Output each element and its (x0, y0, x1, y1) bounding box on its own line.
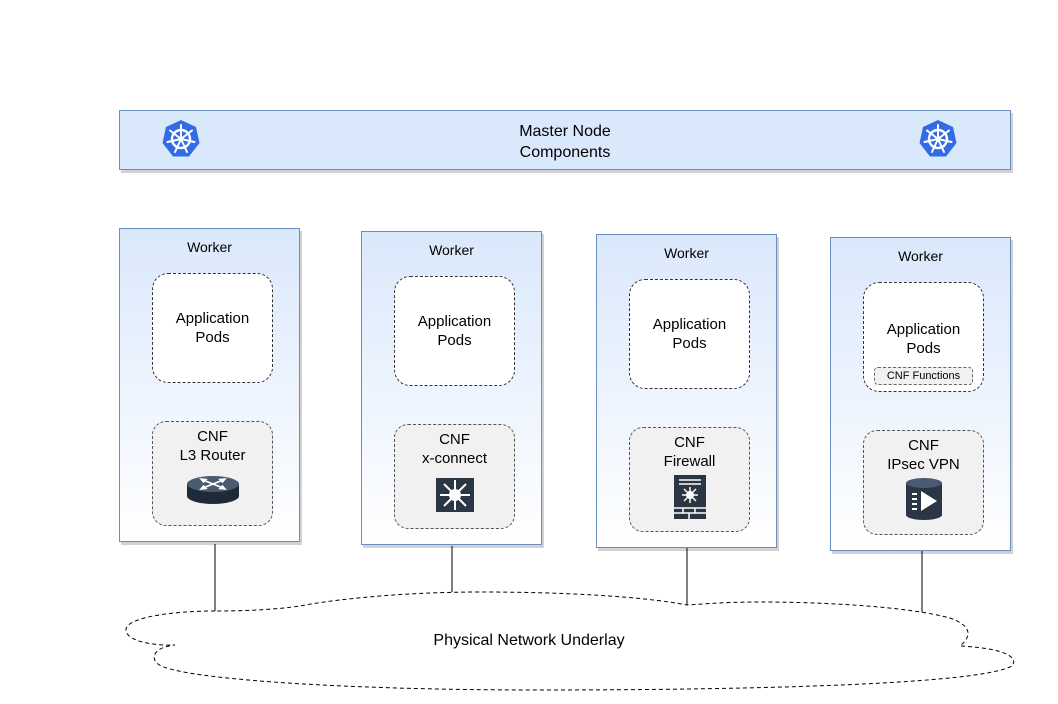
pods-label: Application Pods (886, 321, 961, 357)
master-node[interactable]: Master Node Components (119, 110, 1011, 170)
worker-label: Worker (664, 245, 709, 261)
worker-label: Worker (187, 239, 232, 255)
worker-node-2[interactable]: Worker Application Pods CNF x-connect (361, 231, 542, 545)
kubernetes-icon (919, 120, 957, 157)
cnf-x-connect[interactable]: CNF x-connect (394, 424, 515, 529)
kubernetes-icon (162, 120, 200, 157)
application-pods[interactable]: Application Pods CNF Functions (863, 282, 984, 392)
firewall-icon (673, 475, 706, 519)
cnf-label: CNF IPsec VPN (887, 437, 960, 473)
cnf-label: CNF Firewall (663, 434, 716, 470)
worker-node-1[interactable]: Worker Application Pods CNF L3 Router (119, 228, 300, 542)
application-pods[interactable]: Application Pods (629, 279, 750, 389)
cnf-label: CNF x-connect (421, 431, 488, 467)
application-pods[interactable]: Application Pods (394, 276, 515, 386)
cnf-functions-tag: CNF Functions (874, 367, 973, 385)
switch-icon (435, 478, 474, 512)
cnf-label: CNF L3 Router (179, 428, 246, 464)
cnf-ipsec-vpn[interactable]: CNF IPsec VPN (863, 430, 984, 535)
worker-label: Worker (429, 242, 474, 258)
master-title: Master Node Components (519, 123, 611, 161)
underlay-cloud (125, 591, 1015, 691)
worker-label: Worker (898, 248, 943, 264)
cnf-l3-router[interactable]: CNF L3 Router (152, 421, 273, 526)
worker-node-3[interactable]: Worker Application Pods CNF Firewall (596, 234, 777, 548)
application-pods[interactable]: Application Pods (152, 273, 273, 383)
cnf-firewall[interactable]: CNF Firewall (629, 427, 750, 532)
underlay-label: Physical Network Underlay (433, 632, 625, 649)
router-icon (186, 476, 239, 504)
worker-node-4[interactable]: Worker Application Pods CNF Functions CN… (830, 237, 1011, 551)
vpn-icon (905, 478, 942, 520)
